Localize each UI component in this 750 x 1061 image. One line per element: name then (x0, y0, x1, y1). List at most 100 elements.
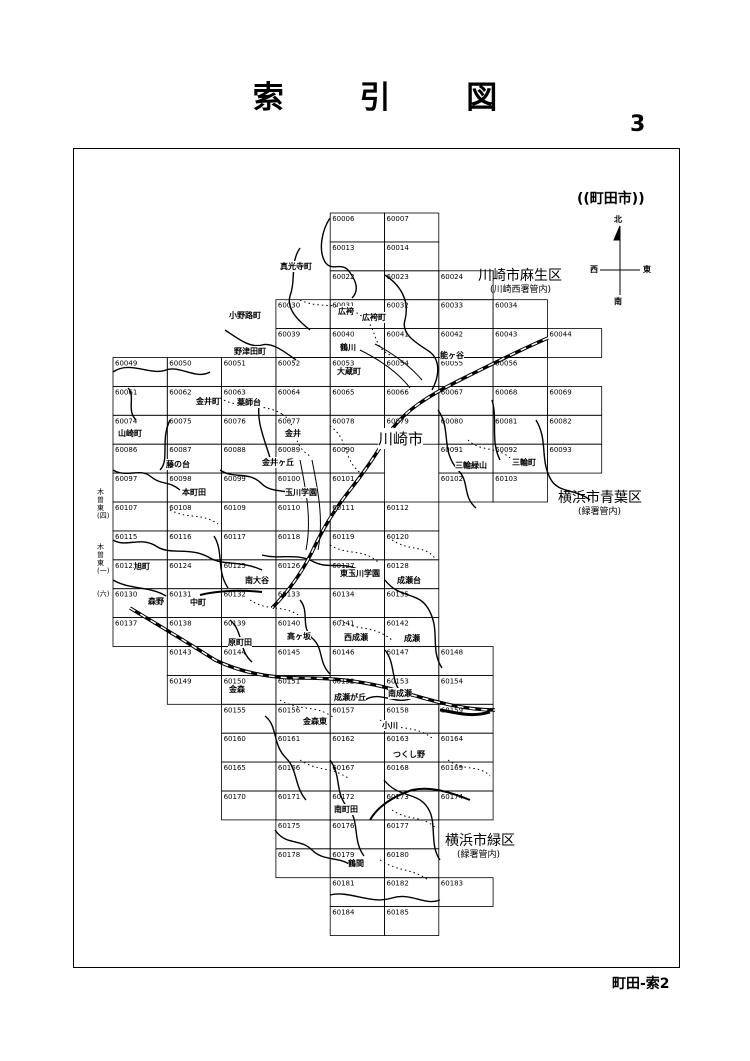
grid-code-60149: 60149 (169, 677, 191, 685)
grid-code-60161: 60161 (278, 735, 300, 743)
city-label: ((町田市)) (577, 191, 645, 207)
grid-code-60051: 60051 (224, 360, 246, 368)
grid-code-60174: 60174 (441, 793, 464, 801)
grid-code-60123: 60123 (115, 562, 137, 570)
place-name-nozuta: 野津田町 (234, 346, 266, 357)
place-name-asahi: 旭町 (134, 561, 150, 572)
grid-code-60117: 60117 (224, 533, 246, 541)
grid-code-60173: 60173 (387, 793, 409, 801)
side-label-1: 木曽東(四) (97, 488, 110, 520)
compass-east: 東 (643, 265, 651, 274)
grid-code-60022: 60022 (332, 273, 354, 281)
grid-code-60066: 60066 (387, 388, 410, 396)
grid-code-60074: 60074 (115, 417, 138, 425)
grid-code-60141: 60141 (332, 620, 354, 628)
title-char-1: 索 (252, 80, 284, 116)
grid-code-60107: 60107 (115, 504, 137, 512)
grid-code-60177: 60177 (387, 822, 409, 830)
grid-code-60184: 60184 (332, 909, 355, 917)
grid-code-60055: 60055 (441, 360, 463, 368)
grid-code-60115: 60115 (115, 533, 137, 541)
grid-code-60061: 60061 (115, 388, 137, 396)
grid-code-60042: 60042 (441, 331, 463, 339)
grid-code-60032: 60032 (387, 302, 409, 310)
grid-code-60158: 60158 (387, 706, 409, 714)
grid-code-60139: 60139 (224, 620, 246, 628)
grid-code-60064: 60064 (278, 388, 301, 396)
place-name-narusedai: 成瀬台 (397, 575, 421, 586)
grid-code-60079: 60079 (387, 417, 409, 425)
grid-code-60125: 60125 (224, 562, 246, 570)
grid-code-60098: 60098 (169, 475, 191, 483)
grid-code-60151: 60151 (278, 677, 300, 685)
place-name-minamimachida: 南町田 (334, 804, 358, 815)
grid-code-60157: 60157 (332, 706, 354, 714)
grid-code-60119: 60119 (332, 533, 354, 541)
place-name-takagasaka: 高ヶ坂 (287, 631, 311, 642)
grid-code-60164: 60164 (441, 735, 464, 743)
grid-code-60109: 60109 (224, 504, 246, 512)
grid-code-60185: 60185 (387, 909, 409, 917)
grid-code-60132: 60132 (224, 591, 246, 599)
grid-code-60014: 60014 (387, 244, 410, 252)
grid-code-60181: 60181 (332, 880, 354, 888)
grid-code-60044: 60044 (549, 331, 572, 339)
grid-cell-60174 (438, 790, 494, 821)
place-name-naruseoka: 成瀬が丘 (334, 692, 366, 703)
place-name-minamioya: 南大谷 (245, 575, 269, 586)
grid-code-60144: 60144 (224, 649, 247, 657)
grid-code-60099: 60099 (224, 475, 246, 483)
grid-code-60162: 60162 (332, 735, 354, 743)
grid-code-60168: 60168 (387, 764, 409, 772)
place-name-shinkoji: 真光寺町 (280, 261, 312, 272)
place-name-hirofuku2: 広袴 (338, 306, 354, 317)
title-char-3: 図 (466, 80, 498, 116)
grid-code-60135: 60135 (387, 591, 409, 599)
grid-code-60183: 60183 (441, 880, 463, 888)
grid-code-60049: 60049 (115, 360, 137, 368)
grid-code-60052: 60052 (278, 360, 300, 368)
compass-north: 北 (614, 215, 622, 224)
grid-code-60041: 60041 (387, 331, 409, 339)
grid-code-60030: 60030 (278, 302, 300, 310)
grid-code-60152: 60152 (332, 677, 354, 685)
grid-code-60140: 60140 (278, 620, 300, 628)
side-label-3: (六) (97, 590, 110, 598)
place-name-nogaya: 能ヶ谷 (440, 350, 464, 361)
compass-west: 西 (590, 265, 598, 274)
grid-code-60148: 60148 (441, 649, 463, 657)
grid-code-60053: 60053 (332, 360, 354, 368)
grid-code-60023: 60023 (387, 273, 409, 281)
grid-code-60040: 60040 (332, 331, 354, 339)
grid-code-60150: 60150 (224, 677, 246, 685)
page-number: 3 (630, 112, 646, 137)
side-label-2: 木曽東(一) (97, 543, 110, 575)
grid-code-60062: 60062 (169, 388, 191, 396)
map-frame (73, 148, 680, 968)
place-name-minaminaruse: 南成瀬 (388, 688, 412, 699)
place-name-ogawa: 小川 (382, 720, 398, 731)
grid-code-60120: 60120 (387, 533, 409, 541)
grid-code-60169: 60169 (441, 764, 463, 772)
grid-code-60076: 60076 (224, 417, 247, 425)
region-yokohama-aoba: 横浜市青葉区 (558, 490, 642, 506)
grid-code-60086: 60086 (115, 446, 138, 454)
grid-code-60034: 60034 (495, 302, 518, 310)
compass-icon (600, 225, 640, 295)
grid-code-60063: 60063 (224, 388, 246, 396)
grid-code-60180: 60180 (387, 851, 409, 859)
place-name-tamagawa: 玉川学園 (285, 487, 317, 498)
grid-code-60092: 60092 (495, 446, 517, 454)
grid-code-60101: 60101 (332, 475, 354, 483)
region-yokohama-midori-sub: (緑署管内) (457, 850, 501, 860)
place-name-kanai2: 金井 (285, 428, 301, 439)
grid-code-60170: 60170 (224, 793, 246, 801)
grid-code-60069: 60069 (549, 388, 571, 396)
place-name-tsuruma: 鶴間 (348, 858, 364, 869)
grid-code-60130: 60130 (115, 591, 137, 599)
title-char-2: 引 (359, 80, 391, 116)
grid-code-60091: 60091 (441, 446, 463, 454)
grid-code-60088: 60088 (224, 446, 246, 454)
grid-code-60039: 60039 (278, 331, 300, 339)
grid-code-60156: 60156 (278, 706, 301, 714)
